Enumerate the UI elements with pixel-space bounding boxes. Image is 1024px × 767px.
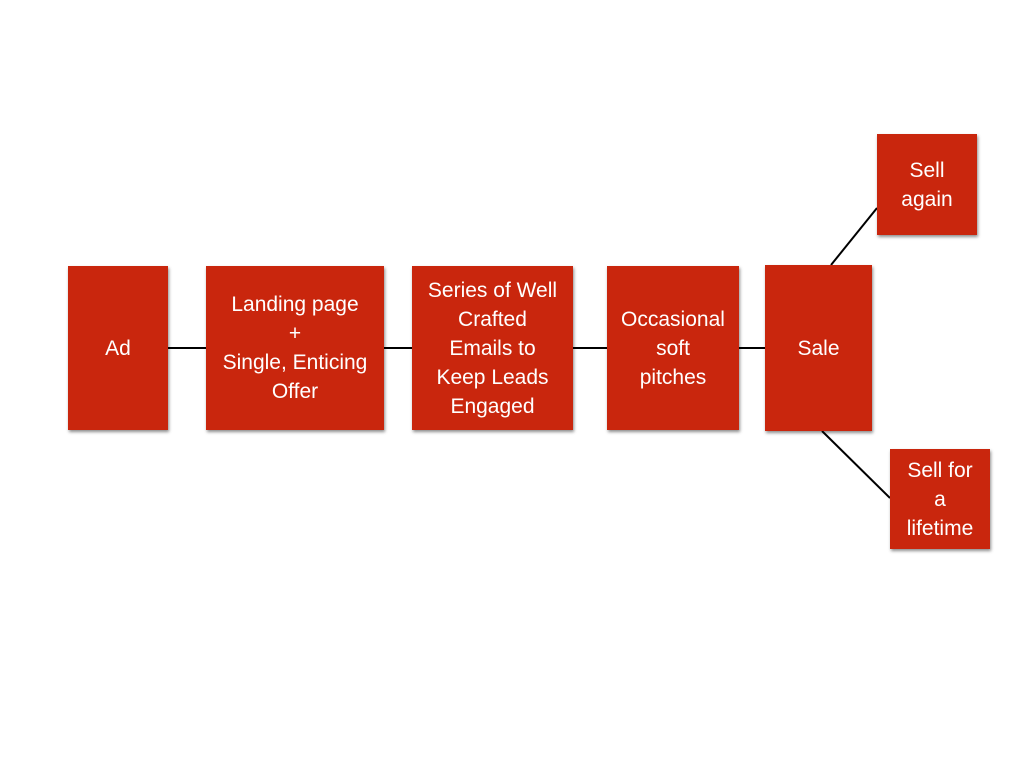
node-soft-pitches-label: Occasional soft pitches: [621, 307, 725, 389]
node-sell-lifetime: Sell for a lifetime: [890, 449, 990, 549]
node-ad: Ad: [68, 266, 168, 430]
node-email-series-label: Series of Well Crafted Emails to Keep Le…: [427, 278, 558, 418]
node-sale: Sale: [765, 265, 872, 431]
node-landing-page-label: Landing page + Single, Enticing Offer: [222, 293, 368, 403]
edge-sale-lifetime: [821, 430, 891, 499]
node-ad-label: Ad: [105, 336, 131, 360]
node-sale-label: Sale: [797, 336, 840, 360]
node-landing-page: Landing page + Single, Enticing Offer: [206, 266, 384, 430]
node-sell-again-label: Sell again: [901, 158, 953, 211]
edge-sale-sellagain: [830, 207, 878, 266]
node-sell-lifetime-label: Sell for a lifetime: [906, 458, 974, 540]
node-email-series: Series of Well Crafted Emails to Keep Le…: [412, 266, 573, 430]
node-soft-pitches: Occasional soft pitches: [607, 266, 739, 430]
node-sell-again: Sell again: [877, 134, 977, 235]
